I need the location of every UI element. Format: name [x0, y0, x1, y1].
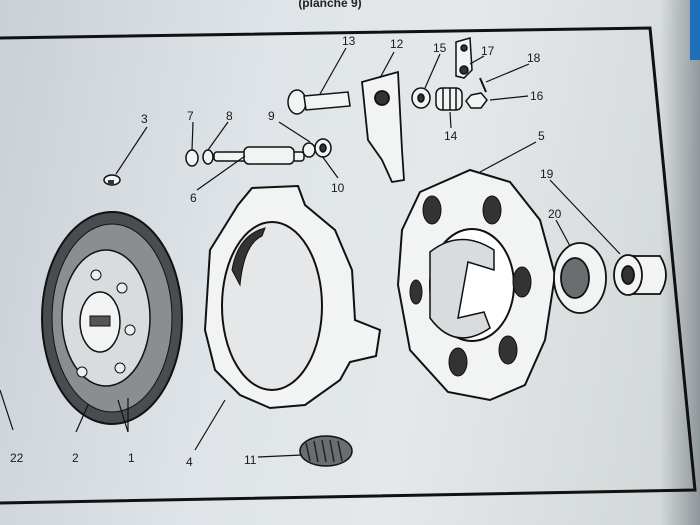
part-bolt-assembly: [185, 138, 332, 167]
callout-12: 12: [390, 37, 404, 51]
callout-9: 9: [268, 109, 275, 123]
callout-1: 1: [128, 451, 135, 465]
part-release-fork-12: [361, 70, 405, 184]
part-pressure-plate-5: [396, 168, 557, 402]
part-bearing-sleeve-19: [613, 254, 667, 296]
callout-7: 7: [187, 109, 194, 123]
callout-10: 10: [331, 181, 345, 195]
part-small-hardware: [411, 37, 488, 111]
callout-11: 11: [244, 453, 257, 467]
plate-label: (planche 9): [298, 0, 362, 10]
part-clutch-disc-2: [41, 211, 183, 425]
part-bearing-20: [553, 242, 607, 314]
callout-13: 13: [342, 34, 356, 48]
callout-4: 4: [186, 455, 193, 469]
leader-lines: [0, 47, 621, 458]
part-rivet-3: [103, 174, 121, 186]
callout-20: 20: [548, 207, 562, 221]
callout-6: 6: [190, 191, 197, 205]
callout-16: 16: [530, 89, 544, 103]
callout-17: 17: [481, 44, 495, 58]
callout-8: 8: [226, 109, 233, 123]
callout-18: 18: [527, 51, 541, 65]
callout-19: 19: [540, 167, 554, 181]
callout-15: 15: [433, 41, 447, 55]
callout-14: 14: [444, 129, 458, 143]
callout-2: 2: [72, 451, 79, 465]
page-edge-shadow: [660, 0, 700, 525]
part-pin-13: [287, 89, 351, 115]
callout-3: 3: [141, 112, 148, 126]
diagram-frame: [0, 26, 697, 505]
callout-22: 22: [10, 451, 24, 465]
part-spring-11: [299, 435, 353, 467]
part-clutch-cover-4: [203, 184, 382, 410]
callout-5: 5: [538, 129, 545, 143]
blue-page-tab: [690, 0, 700, 60]
